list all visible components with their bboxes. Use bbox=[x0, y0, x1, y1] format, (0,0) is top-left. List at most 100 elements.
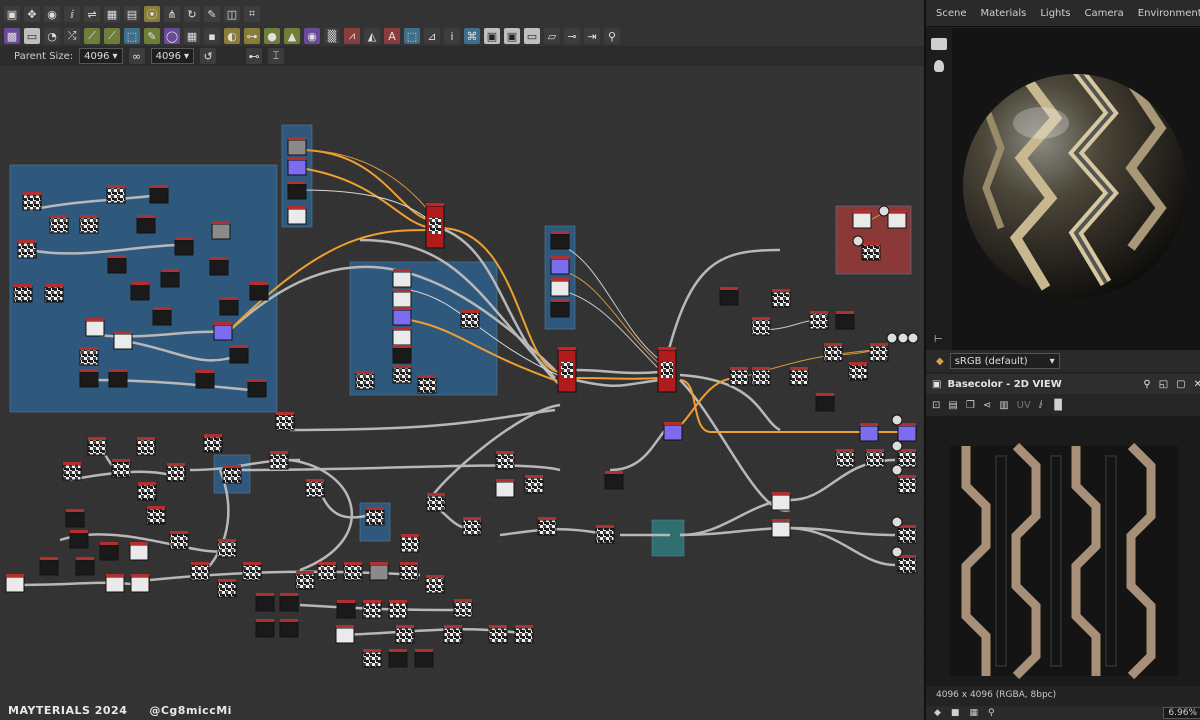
node[interactable] bbox=[160, 269, 180, 288]
node-header[interactable] bbox=[50, 215, 68, 218]
node-body[interactable] bbox=[229, 347, 249, 364]
node-header[interactable] bbox=[870, 343, 888, 346]
node-header[interactable] bbox=[515, 625, 533, 628]
node[interactable] bbox=[495, 479, 515, 498]
histogram-icon[interactable]: ▐▌ bbox=[1050, 399, 1066, 411]
bitmap-icon[interactable]: ▩ bbox=[4, 28, 20, 44]
node[interactable] bbox=[809, 311, 829, 330]
node[interactable] bbox=[751, 317, 771, 336]
node-body[interactable] bbox=[105, 576, 125, 593]
node-header[interactable] bbox=[80, 347, 98, 350]
node-body[interactable] bbox=[209, 259, 229, 276]
node[interactable] bbox=[229, 345, 249, 364]
export-icon[interactable]: ⇥ bbox=[584, 28, 600, 44]
node-body[interactable] bbox=[287, 208, 307, 225]
node[interactable] bbox=[815, 393, 835, 412]
pin-icon[interactable]: ⚲ bbox=[1143, 378, 1151, 390]
node-body[interactable] bbox=[195, 372, 215, 389]
node-header[interactable] bbox=[862, 242, 880, 245]
node-body[interactable] bbox=[453, 601, 473, 618]
node-header[interactable] bbox=[88, 437, 106, 440]
node-header[interactable] bbox=[393, 289, 411, 292]
node-body[interactable] bbox=[287, 139, 307, 156]
node-body[interactable] bbox=[317, 564, 337, 581]
node[interactable] bbox=[848, 362, 868, 381]
nodes-icon[interactable]: ⊷ bbox=[246, 48, 263, 64]
node[interactable] bbox=[22, 192, 42, 211]
node-body[interactable] bbox=[87, 439, 107, 456]
blend-icon[interactable]: ⊶ bbox=[244, 28, 260, 44]
colorspace-select[interactable]: sRGB (default)▾ bbox=[949, 353, 1060, 369]
node[interactable] bbox=[255, 593, 275, 612]
node-header[interactable] bbox=[389, 649, 407, 652]
node-header[interactable] bbox=[147, 506, 165, 509]
node[interactable] bbox=[859, 423, 879, 442]
node[interactable] bbox=[897, 423, 917, 442]
node[interactable] bbox=[149, 185, 169, 204]
node-body[interactable] bbox=[443, 627, 463, 644]
node[interactable] bbox=[317, 562, 337, 581]
node-body[interactable] bbox=[550, 280, 570, 297]
node-header[interactable] bbox=[849, 362, 867, 365]
node-body[interactable] bbox=[859, 425, 879, 442]
node[interactable] bbox=[75, 557, 95, 576]
node[interactable] bbox=[751, 367, 771, 386]
float-icon[interactable]: ◱ bbox=[1158, 378, 1169, 390]
transform-icon[interactable]: ⊿ bbox=[424, 28, 440, 44]
node-header[interactable] bbox=[389, 600, 407, 603]
3d-viewport[interactable]: ⊢ bbox=[926, 28, 1200, 350]
node[interactable] bbox=[365, 507, 385, 526]
node[interactable] bbox=[107, 255, 127, 274]
node[interactable] bbox=[217, 579, 237, 598]
node[interactable] bbox=[222, 465, 242, 484]
node-header[interactable] bbox=[14, 284, 32, 287]
node-header[interactable] bbox=[772, 519, 790, 522]
node-header[interactable] bbox=[551, 231, 569, 234]
node[interactable] bbox=[771, 289, 791, 308]
node-body[interactable] bbox=[44, 286, 64, 303]
node-body[interactable] bbox=[136, 217, 156, 234]
node-body[interactable] bbox=[388, 651, 408, 668]
node-header[interactable] bbox=[270, 451, 288, 454]
node[interactable] bbox=[69, 530, 89, 549]
node[interactable] bbox=[105, 574, 125, 593]
node-header[interactable] bbox=[106, 574, 124, 577]
node-header[interactable] bbox=[223, 465, 241, 468]
node[interactable] bbox=[443, 625, 463, 644]
node-body[interactable] bbox=[213, 324, 233, 341]
node-header[interactable] bbox=[396, 625, 414, 628]
node-body[interactable] bbox=[79, 371, 99, 388]
node-body[interactable] bbox=[719, 289, 739, 306]
levels-icon[interactable]: ⟋ bbox=[104, 28, 120, 44]
dot-icon[interactable]: ⊸ bbox=[564, 28, 580, 44]
node[interactable] bbox=[249, 282, 269, 301]
node-header[interactable] bbox=[461, 310, 479, 313]
node[interactable] bbox=[44, 284, 64, 303]
node-header[interactable] bbox=[204, 434, 222, 437]
node-body[interactable] bbox=[17, 242, 37, 259]
node[interactable] bbox=[287, 137, 307, 156]
node-header[interactable] bbox=[551, 299, 569, 302]
node[interactable] bbox=[392, 365, 412, 384]
node[interactable] bbox=[425, 575, 445, 594]
circle-node-icon[interactable]: ◯ bbox=[164, 28, 180, 44]
light-bulb-icon[interactable] bbox=[934, 60, 944, 72]
node-header[interactable] bbox=[256, 619, 274, 622]
node-body[interactable] bbox=[369, 564, 389, 581]
node[interactable] bbox=[488, 625, 508, 644]
node-body[interactable] bbox=[113, 333, 133, 350]
node-body[interactable] bbox=[537, 519, 557, 536]
node-header[interactable] bbox=[170, 531, 188, 534]
node-body[interactable] bbox=[255, 621, 275, 638]
node-body[interactable] bbox=[287, 183, 307, 200]
node[interactable] bbox=[426, 493, 446, 512]
node-body[interactable] bbox=[129, 544, 149, 561]
node-header[interactable] bbox=[898, 475, 916, 478]
node[interactable] bbox=[169, 531, 189, 550]
refresh-icon[interactable]: ↻ bbox=[184, 6, 200, 22]
node[interactable] bbox=[219, 297, 239, 316]
node-body[interactable] bbox=[190, 564, 210, 581]
node-header[interactable] bbox=[76, 557, 94, 560]
node[interactable] bbox=[79, 215, 99, 234]
node-body[interactable] bbox=[771, 291, 791, 308]
